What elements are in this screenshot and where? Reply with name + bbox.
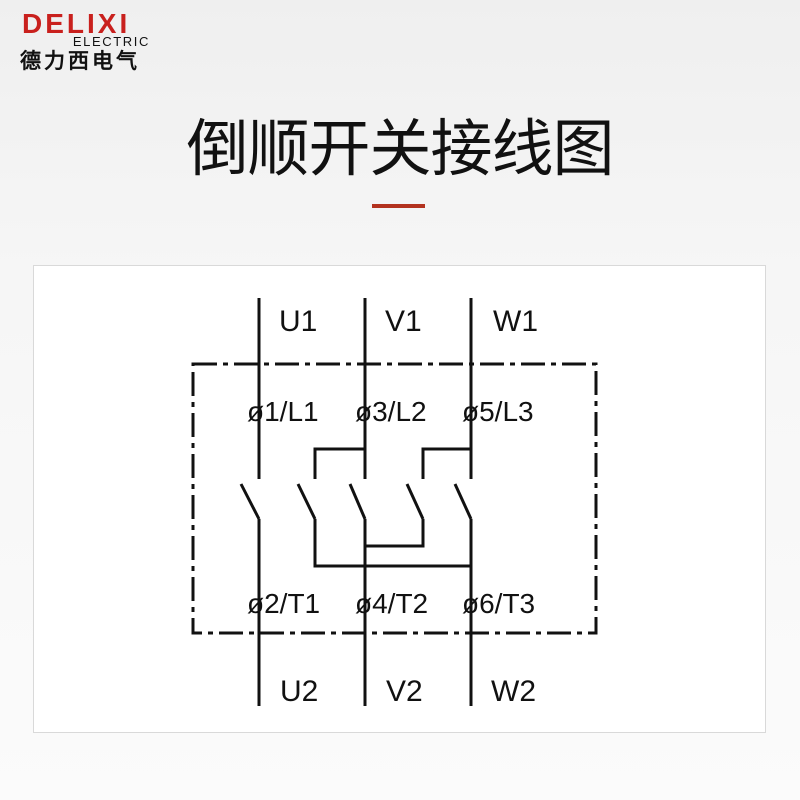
brand-logo: DELIXI ELECTRIC 德力西电气 — [20, 10, 150, 74]
wiring-diagram-panel: U1 V1 W1 ø1/L1 ø3/L2 ø5/L3 ø2/T1 ø4/T2 ø… — [33, 265, 766, 733]
reverse-branch-w-upper — [421, 447, 471, 479]
terminal-label-t3: ø6/T3 — [462, 588, 535, 619]
terminal-label-t2: ø4/T2 — [355, 588, 428, 619]
input-label-w1: W1 — [493, 305, 538, 338]
brand-chinese-name: 德力西电气 — [20, 49, 140, 73]
reverse-branch-w-lower — [365, 519, 425, 548]
brand-name: DELIXI — [22, 8, 131, 39]
reverse-branch-v-lower — [313, 519, 471, 568]
phase-u-contact — [239, 483, 261, 520]
wiring-diagram: U1 V1 W1 ø1/L1 ø3/L2 ø5/L3 ø2/T1 ø4/T2 ø… — [191, 298, 598, 708]
input-label-v1: V1 — [385, 305, 422, 338]
phase-w-contact — [453, 483, 473, 520]
terminal-label-l2: ø3/L2 — [355, 396, 427, 427]
switch-enclosure — [191, 362, 598, 635]
brand-subtitle: ELECTRIC — [72, 34, 150, 49]
output-label-u2: U2 — [280, 675, 318, 708]
output-label-v2: V2 — [386, 675, 423, 708]
phase-v-contact — [348, 483, 367, 520]
reverse-branch-v-contact — [296, 483, 317, 520]
input-label-u1: U1 — [279, 305, 317, 338]
terminal-label-l1: ø1/L1 — [247, 396, 319, 427]
reverse-branch-v-upper — [313, 447, 365, 479]
reverse-branch-w-contact — [405, 483, 425, 520]
terminal-label-l3: ø5/L3 — [462, 396, 534, 427]
output-label-w2: W2 — [491, 675, 536, 708]
terminal-label-t1: ø2/T1 — [247, 588, 320, 619]
page-title: 倒顺开关接线图 — [186, 112, 614, 185]
title-underline — [372, 204, 425, 208]
